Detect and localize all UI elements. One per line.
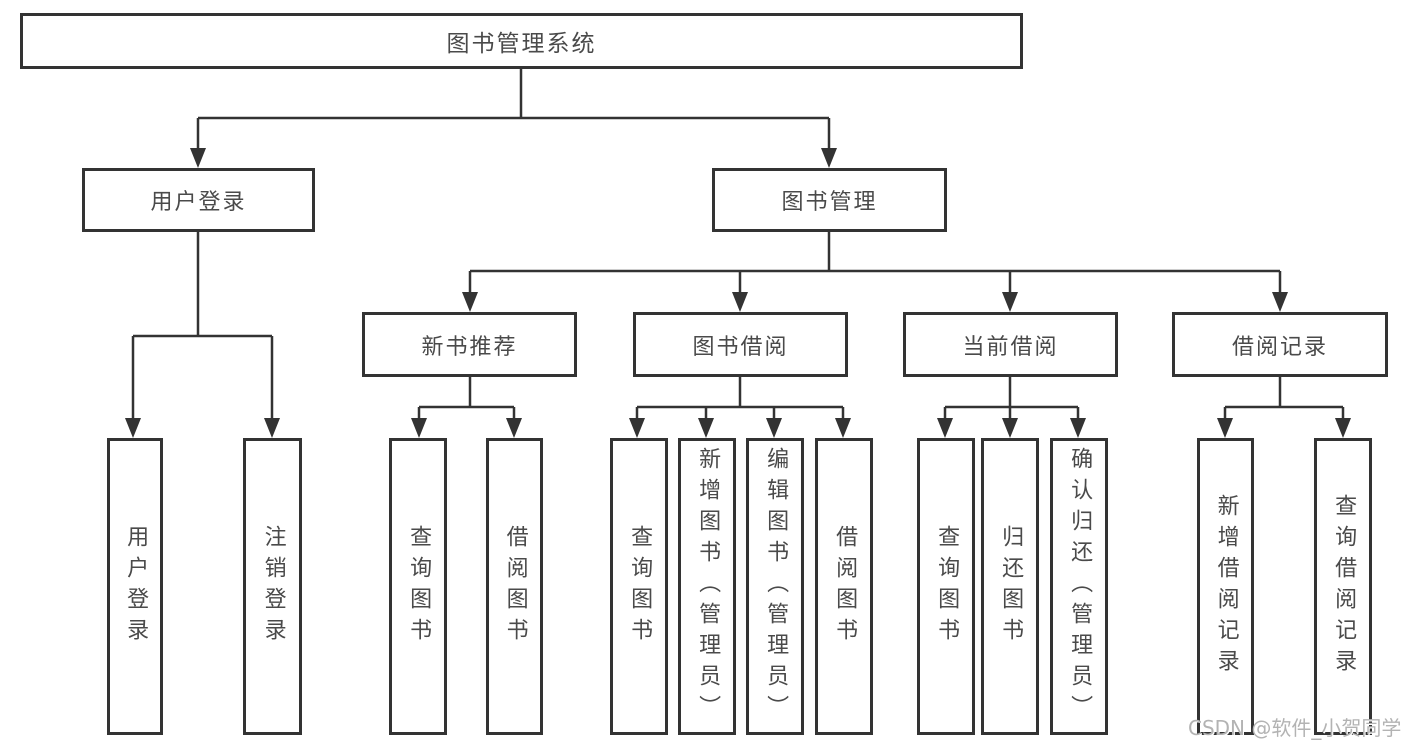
node-root-system: 图书管理系统 xyxy=(20,13,1023,69)
node-leaf-add-books-admin: 新增图书（管理员） xyxy=(678,438,736,735)
node-leaf-current-query-books: 查询图书 xyxy=(917,438,975,735)
node-leaf-recommend-borrow-books: 借阅图书 xyxy=(486,438,543,735)
node-user-login-branch: 用户登录 xyxy=(82,168,315,232)
node-leaf-add-borrow-record: 新增借阅记录 xyxy=(1197,438,1254,735)
node-book-management-branch: 图书管理 xyxy=(712,168,947,232)
node-current-borrowing: 当前借阅 xyxy=(903,312,1118,377)
node-leaf-confirm-return-admin: 确认归还（管理员） xyxy=(1050,438,1108,735)
node-leaf-borrowing-query-books: 查询图书 xyxy=(610,438,668,735)
node-leaf-return-books: 归还图书 xyxy=(981,438,1039,735)
node-leaf-edit-books-admin: 编辑图书（管理员） xyxy=(746,438,804,735)
arrowheads xyxy=(125,148,1351,438)
node-book-borrowing: 图书借阅 xyxy=(633,312,848,377)
node-borrowing-records: 借阅记录 xyxy=(1172,312,1388,377)
node-leaf-borrowing-borrow-books: 借阅图书 xyxy=(815,438,873,735)
node-leaf-logout: 注销登录 xyxy=(243,438,302,735)
node-leaf-recommend-query-books: 查询图书 xyxy=(389,438,447,735)
csdn-watermark: CSDN @软件_小贺同学 xyxy=(1188,716,1402,740)
node-leaf-query-borrow-record: 查询借阅记录 xyxy=(1314,438,1372,735)
node-leaf-user-login: 用户登录 xyxy=(107,438,163,735)
node-new-book-recommend: 新书推荐 xyxy=(362,312,577,377)
